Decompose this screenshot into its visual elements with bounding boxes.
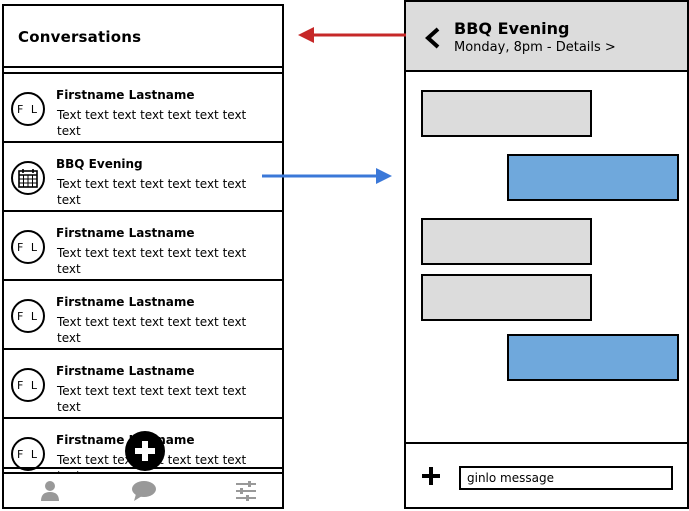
conversation-item[interactable]: F L Firstname Lastname Text text text te… [4,212,282,281]
plus-icon[interactable] [421,466,441,486]
arrow-back-to-list [298,27,406,43]
bottom-navigation [4,472,282,507]
chevron-left-icon[interactable] [424,26,442,50]
conversation-name: Firstname Lastname [56,295,195,309]
message-bubble-incoming [421,274,592,321]
conversation-preview: Text text text text text text text text [57,384,247,414]
user-icon[interactable] [38,480,62,502]
sliders-icon[interactable] [234,480,258,502]
plus-icon [135,441,155,461]
message-bubble-incoming [421,218,592,265]
chat-header: BBQ Evening Monday, 8pm - Details > [406,2,687,72]
message-bubble-outgoing [507,334,679,381]
arrow-open-chat [262,168,392,184]
conversation-name: Firstname Lastname [56,364,195,378]
new-conversation-button[interactable] [125,431,165,471]
message-bubble-outgoing [507,154,679,201]
avatar: F L [11,230,45,264]
header-divider [4,72,282,74]
conversation-name: Firstname Lastname [56,88,195,102]
conversations-header: Conversations [4,6,282,68]
message-input[interactable] [459,466,673,490]
conversation-name: Firstname Lastname [56,226,195,240]
avatar: F L [11,368,45,402]
chat-details-link[interactable]: Monday, 8pm - Details > [454,40,616,55]
message-bubble-incoming [421,90,592,137]
avatar: F L [11,92,45,126]
conversation-item[interactable]: F L Firstname Lastname Text text text te… [4,281,282,350]
conversation-preview: Text text text text text text text text [57,315,247,345]
conversation-preview: Text text text text text text text text [57,108,247,138]
conversation-item[interactable]: BBQ Evening Text text text text text tex… [4,143,282,212]
page-title: Conversations [18,28,142,46]
conversation-item[interactable]: F L Firstname Lastname Text text text te… [4,74,282,143]
conversation-name: BBQ Evening [56,157,143,171]
calendar-icon [11,161,45,195]
conversation-preview: Text text text text text text text text [57,177,247,207]
message-composer [406,442,687,507]
avatar: F L [11,299,45,333]
chat-screen: BBQ Evening Monday, 8pm - Details > [404,0,689,509]
conversation-preview: Text text text text text text text text [57,246,247,276]
chat-title: BBQ Evening [454,19,570,38]
avatar: F L [11,437,45,471]
conversations-screen: Conversations F L Firstname Lastname Tex… [2,4,284,509]
conversation-item[interactable]: F L Firstname Lastname Text text text te… [4,350,282,419]
chat-bubble-icon[interactable] [131,480,156,502]
